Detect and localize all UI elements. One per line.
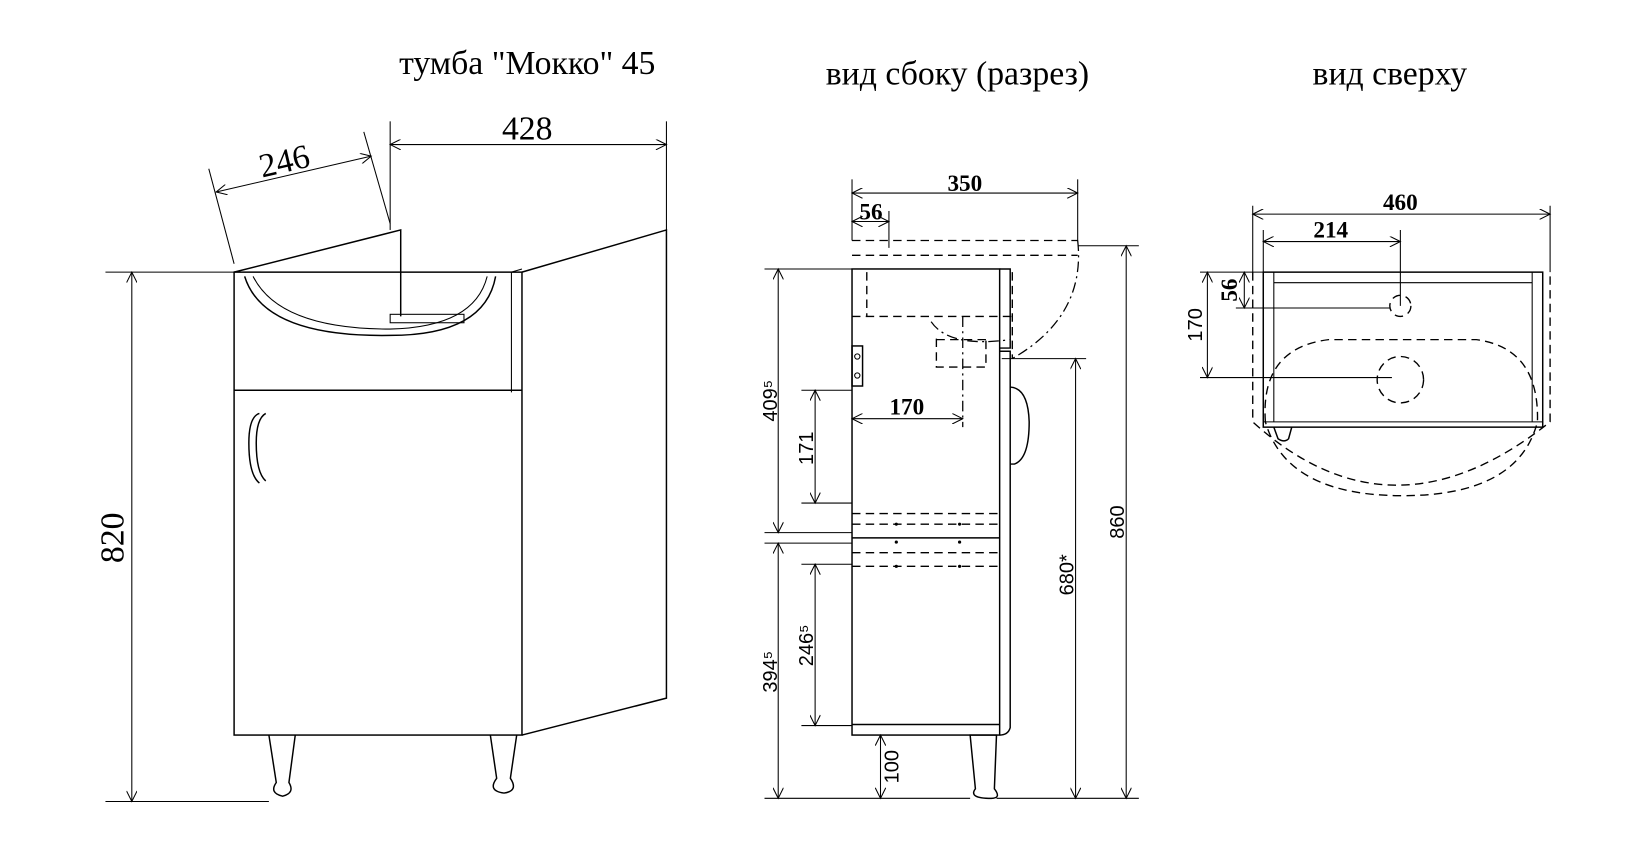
dim-shelf-lower: 246⁵	[796, 625, 818, 667]
door-handle-icon	[1010, 386, 1030, 465]
dim-height: 820	[94, 513, 131, 564]
dim-total: 860	[1107, 505, 1129, 538]
dim-width: 428	[502, 110, 553, 147]
dim-depth: 246	[256, 138, 314, 185]
side-view-section: 350 56 170 409⁵ 394⁵ 171 246⁵ 100 680* 8…	[760, 171, 1139, 798]
dim-legs: 100	[881, 750, 903, 783]
dim-tap-depth: 56	[1217, 278, 1243, 301]
dim-shelf-upper: 171	[796, 432, 818, 465]
dim-drain: 170	[889, 394, 924, 420]
dim-upper: 409⁵	[760, 380, 782, 422]
dim-offset: 56	[859, 199, 882, 225]
door-handle-icon	[248, 412, 267, 484]
title-side-view: вид сбоку (разрез)	[826, 55, 1089, 92]
isometric-cabinet: 820 428 246	[94, 110, 666, 801]
right-leg	[489, 734, 518, 794]
dim-outlet: 680*	[1056, 554, 1078, 595]
left-leg	[268, 734, 296, 797]
dim-lower: 394⁵	[760, 651, 782, 693]
dim-drain-depth: 170	[1185, 308, 1207, 341]
title-main: тумба "Мокко" 45	[399, 45, 655, 82]
top-view: 460 214 56 170	[1185, 190, 1550, 497]
dim-depth: 350	[947, 171, 982, 197]
drain-hole	[1376, 355, 1425, 404]
dim-tap-offset: 214	[1313, 217, 1348, 243]
title-top-view: вид сверху	[1313, 55, 1468, 92]
leg	[969, 734, 999, 800]
dim-width: 460	[1383, 190, 1418, 216]
